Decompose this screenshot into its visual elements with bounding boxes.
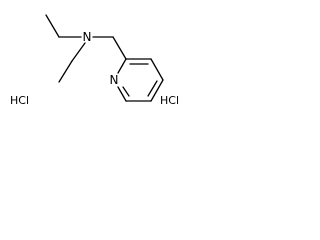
hcl-label-right: HCl	[160, 94, 179, 107]
bond-ring-double-inner-3	[122, 86, 130, 97]
chemical-structure: N N HCl HCl	[10, 14, 179, 107]
bond-ethyl2-n-c1	[71, 42, 86, 62]
bond-linker-c1-c2	[112, 36, 127, 60]
bond-ethyl2-c1-c2	[58, 60, 73, 83]
bond-ring-c4-c5	[150, 79, 164, 102]
amine-nitrogen-label: N	[83, 30, 92, 44]
bond-ring-double-inner-2	[147, 80, 158, 97]
bond-ring-n-c2	[117, 58, 127, 74]
bond-ring-c6-n	[117, 86, 127, 102]
bond-ethyl1-c1-c2	[45, 14, 60, 38]
pyridine-nitrogen-label: N	[110, 73, 119, 87]
hcl-label-left: HCl	[10, 94, 29, 107]
bond-ring-c3-c4	[150, 58, 164, 81]
